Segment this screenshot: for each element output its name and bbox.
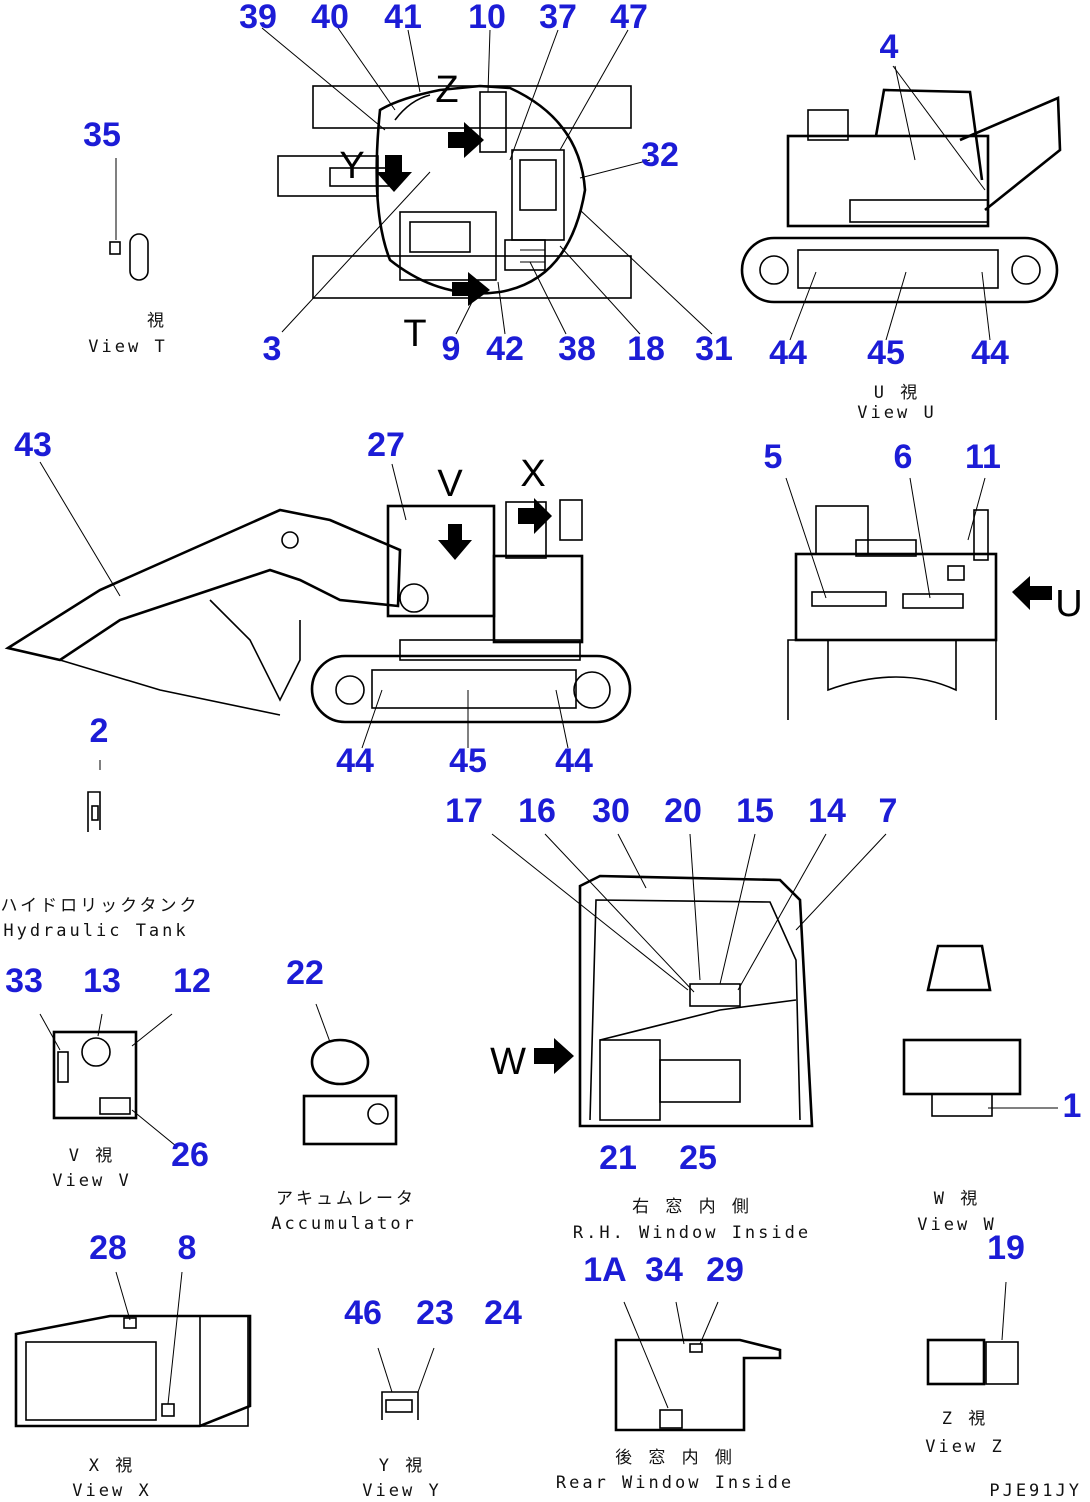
- callout-number: 28: [89, 1229, 127, 1267]
- view-caption: ハイドロリックタンク: [1, 896, 200, 916]
- callout-number: 27: [367, 426, 405, 464]
- drawing-code: PJE91JY: [989, 1481, 1082, 1501]
- view-letter: W: [490, 1041, 526, 1083]
- callout-number: 8: [178, 1229, 197, 1267]
- callout-number: 31: [695, 330, 733, 368]
- rear-view-machine: [785, 477, 1052, 720]
- callout-number: 19: [987, 1229, 1025, 1267]
- callout-number: 15: [736, 792, 774, 830]
- hydraulic-tank-part: [87, 760, 101, 832]
- callout-number: 43: [14, 426, 52, 464]
- callout-number: 32: [641, 136, 679, 174]
- callout-number: 1A: [583, 1251, 626, 1289]
- callout-number: 45: [867, 334, 905, 372]
- view-caption: アキュムレータ: [276, 1189, 416, 1209]
- callout-number: 34: [645, 1251, 683, 1289]
- accumulator: [302, 1003, 398, 1146]
- view-u-machine: [740, 65, 1062, 341]
- callout-number: 7: [879, 792, 898, 830]
- callout-number: 44: [336, 742, 374, 780]
- callout-number: 13: [83, 962, 121, 1000]
- callout-number: 40: [311, 0, 349, 36]
- callout-number: 39: [239, 0, 277, 36]
- callout-number: 4: [880, 28, 899, 66]
- callout-number: 41: [384, 0, 422, 36]
- callout-number: 3: [263, 330, 282, 368]
- view-caption: 視: [147, 311, 167, 331]
- callout-number: 10: [468, 0, 506, 36]
- view-caption: U 視: [874, 383, 920, 403]
- callout-number: 44: [555, 742, 593, 780]
- view-caption: View X: [72, 1481, 151, 1501]
- view-letter: U: [1055, 583, 1082, 625]
- callout-number: 46: [344, 1294, 382, 1332]
- callout-number: 44: [769, 334, 807, 372]
- view-x-box: [14, 1271, 252, 1428]
- view-caption: View Y: [362, 1481, 441, 1501]
- view-caption: Rear Window Inside: [556, 1473, 794, 1493]
- view-letter: Y: [339, 145, 364, 187]
- view-caption: X 視: [89, 1456, 135, 1476]
- callout-number: 5: [764, 438, 783, 476]
- callout-number: 33: [5, 962, 43, 1000]
- callout-number: 11: [965, 438, 1001, 476]
- callout-number: 29: [706, 1251, 744, 1289]
- callout-number: 1: [1063, 1087, 1082, 1125]
- view-t-part: [109, 158, 149, 281]
- callout-number: 24: [484, 1294, 522, 1332]
- view-letter: T: [403, 313, 426, 355]
- callout-number: 37: [539, 0, 577, 36]
- callout-number: 35: [83, 116, 121, 154]
- callout-number: 6: [894, 438, 913, 476]
- callout-number: 17: [445, 792, 483, 830]
- rh-window-inside: [491, 833, 887, 1128]
- view-w-seat: [902, 944, 1058, 1117]
- callout-number: 44: [971, 334, 1009, 372]
- view-y-part: [377, 1347, 435, 1420]
- view-caption: Y 視: [379, 1456, 425, 1476]
- view-letter: X: [520, 453, 545, 495]
- callout-number: 42: [486, 330, 524, 368]
- callout-number: 20: [664, 792, 702, 830]
- callout-number: 47: [610, 0, 648, 36]
- callout-number: 26: [171, 1136, 209, 1174]
- callout-number: 30: [592, 792, 630, 830]
- callout-number: 18: [627, 330, 665, 368]
- callout-number: 22: [286, 954, 324, 992]
- view-v-panel: [39, 1013, 177, 1147]
- view-caption: R.H. Window Inside: [573, 1223, 811, 1243]
- view-caption: View Z: [925, 1437, 1004, 1457]
- view-caption: Z 視: [942, 1409, 988, 1429]
- callout-number: 9: [442, 330, 461, 368]
- callout-number: 12: [173, 962, 211, 1000]
- rear-window-inside: [614, 1301, 782, 1432]
- callout-number: 16: [518, 792, 556, 830]
- view-z-part: [926, 1281, 1019, 1386]
- view-caption: View U: [857, 403, 936, 423]
- machine-side-view: [4, 461, 632, 749]
- callout-number: 21: [599, 1139, 637, 1177]
- view-caption: View T: [88, 337, 167, 357]
- callout-number: 45: [449, 742, 487, 780]
- callout-number: 25: [679, 1139, 717, 1177]
- view-caption: W 視: [934, 1189, 980, 1209]
- callout-number: 38: [558, 330, 596, 368]
- callout-number: 14: [808, 792, 846, 830]
- callout-number: 2: [90, 712, 109, 750]
- view-letter: V: [437, 463, 463, 505]
- callout-number: 23: [416, 1294, 454, 1332]
- view-caption: 右 窓 内 側: [632, 1197, 752, 1217]
- view-caption: Hydraulic Tank: [3, 921, 188, 941]
- view-caption: Accumulator: [271, 1214, 417, 1234]
- view-caption: 後 窓 内 側: [615, 1448, 735, 1468]
- machine-top-view: [261, 27, 713, 335]
- view-caption: View V: [52, 1171, 131, 1191]
- view-letters: Z Y T V X U W: [339, 69, 1082, 1083]
- view-caption: V 視: [69, 1146, 115, 1166]
- view-caption: View W: [917, 1215, 996, 1235]
- view-letter: Z: [435, 69, 458, 111]
